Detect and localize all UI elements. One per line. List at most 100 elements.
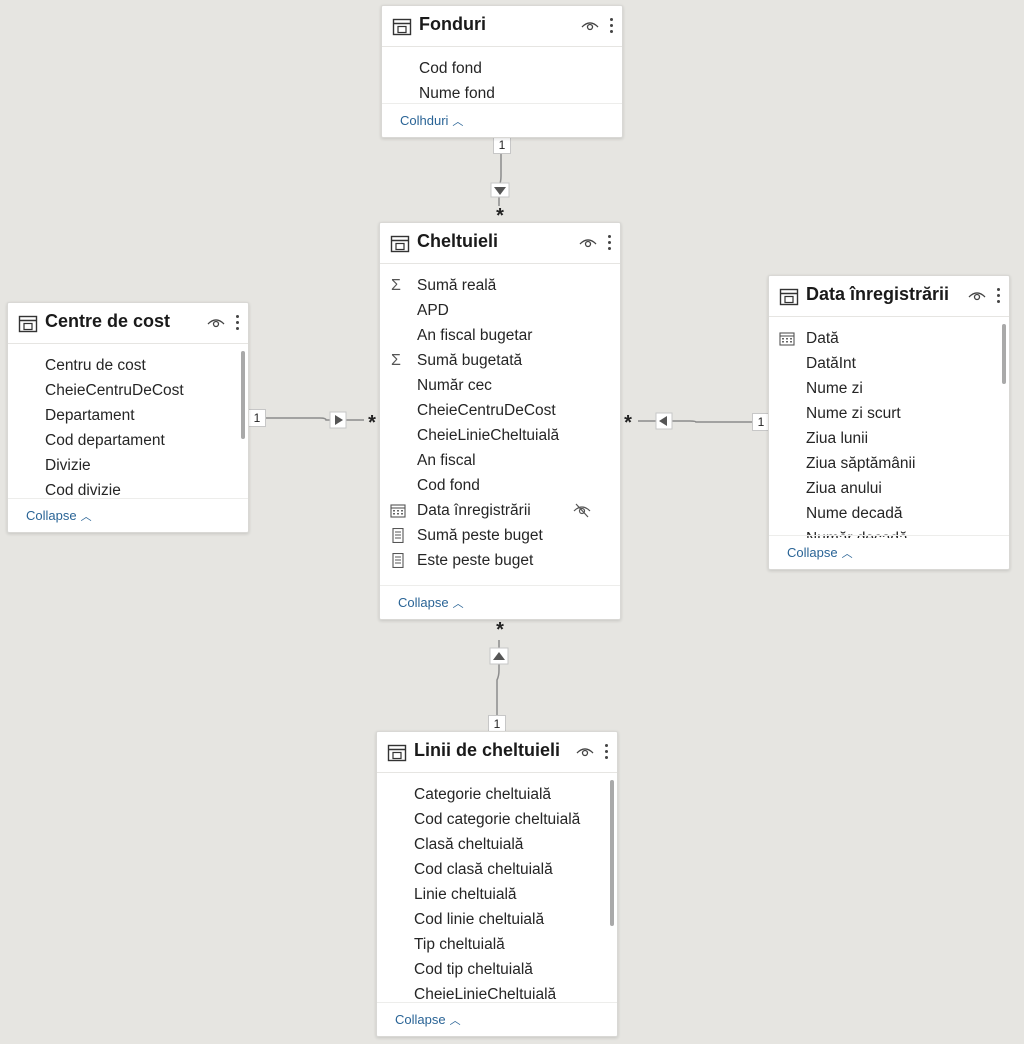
table-card-cheltuieli[interactable]: Cheltuieli Σ Sumă reală APD An fiscal bug… — [379, 222, 621, 620]
field-item[interactable]: Divizie — [8, 453, 248, 478]
table-icon — [387, 744, 407, 762]
table-icon — [392, 18, 412, 36]
field-label: Cod fond — [419, 60, 482, 77]
field-item[interactable]: Cod fond — [380, 473, 620, 498]
table-card-footer: Collapse︿ — [769, 535, 1009, 569]
collapse-button[interactable]: Collapse︿ — [395, 1012, 461, 1028]
table-card-header[interactable]: Fonduri — [382, 6, 622, 47]
field-item[interactable]: Σ Sumă reală — [380, 273, 620, 298]
field-label: Nume zi scurt — [806, 405, 901, 422]
table-card-header[interactable]: Linii de cheltuieli — [377, 732, 617, 773]
field-item[interactable]: Data înregistrării — [380, 498, 620, 523]
more-options-icon[interactable] — [995, 286, 1001, 306]
field-item[interactable]: Cod clasă cheltuială — [377, 857, 617, 882]
field-item[interactable]: Cod fond — [382, 56, 622, 81]
eye-icon[interactable] — [207, 316, 225, 330]
field-label: Cod clasă cheltuială — [414, 861, 553, 878]
relationship-line-fonduri — [498, 152, 502, 206]
table-card-footer: Collapse︿ — [8, 498, 248, 532]
field-item[interactable]: Cod categorie cheltuială — [377, 807, 617, 832]
field-label: Tip cheltuială — [414, 936, 505, 953]
table-card-centre-de-cost[interactable]: Centre de cost Centru de cost CheieCentr… — [7, 302, 249, 533]
scrollbar[interactable] — [1002, 324, 1006, 384]
calendar-icon — [779, 332, 795, 346]
eye-icon[interactable] — [579, 236, 597, 250]
table-card-data-inregistrarii[interactable]: Data înregistrării Dată DatăInt Nume zi … — [768, 275, 1010, 570]
field-item[interactable]: An fiscal — [380, 448, 620, 473]
field-item[interactable]: Sumă peste buget — [380, 523, 620, 548]
field-label: Ziua anului — [806, 480, 882, 497]
cardinality-many-fonduri: * — [496, 205, 504, 227]
chevron-up-icon: ︿ — [841, 548, 853, 560]
scrollbar[interactable] — [610, 780, 614, 926]
field-item[interactable]: Cod departament — [8, 428, 248, 453]
field-label: Număr decadă — [806, 530, 908, 538]
field-item[interactable]: Linie cheltuială — [377, 882, 617, 907]
field-item[interactable]: Tip cheltuială — [377, 932, 617, 957]
table-title: Centre de cost — [45, 311, 171, 331]
cardinality-one-fonduri: 1 — [493, 136, 511, 154]
eye-icon[interactable] — [968, 289, 986, 303]
eye-icon[interactable] — [576, 745, 594, 759]
field-label: Nume fond — [419, 85, 495, 102]
more-options-icon[interactable] — [603, 742, 609, 762]
field-item[interactable]: Nume zi — [769, 376, 1009, 401]
field-item[interactable]: Dată — [769, 326, 1009, 351]
field-item[interactable]: Centru de cost — [8, 353, 248, 378]
field-item[interactable]: CheieLinieCheltuială — [380, 423, 620, 448]
field-item[interactable]: Clasă cheltuială — [377, 832, 617, 857]
field-item[interactable]: CheieCentruDeCost — [380, 398, 620, 423]
field-item[interactable]: Cod linie cheltuială — [377, 907, 617, 932]
field-label: CheieCentruDeCost — [45, 382, 184, 399]
field-label: Nume zi — [806, 380, 863, 397]
table-card-header[interactable]: Cheltuieli — [380, 223, 620, 264]
cardinality-one-centre: 1 — [248, 409, 266, 427]
field-item[interactable]: Număr decadă — [769, 526, 1009, 538]
calculated-column-icon — [392, 528, 404, 543]
collapse-button[interactable]: Colhduri︿ — [400, 113, 463, 129]
field-label: Sumă bugetată — [417, 352, 523, 369]
field-item[interactable]: Nume zi scurt — [769, 401, 1009, 426]
sigma-icon: Σ — [391, 277, 401, 294]
hidden-eye-icon[interactable] — [572, 503, 592, 518]
field-item[interactable]: CheieCentruDeCost — [8, 378, 248, 403]
field-label: CheieLinieCheltuială — [414, 986, 557, 1003]
field-item[interactable]: CheieLinieCheltuială — [377, 982, 617, 1007]
relationship-line-linii — [496, 640, 500, 716]
field-label: Cod divizie — [45, 482, 121, 499]
field-item[interactable]: Ziua săptămânii — [769, 451, 1009, 476]
field-item[interactable]: APD — [380, 298, 620, 323]
chevron-up-icon: ︿ — [449, 1015, 461, 1027]
field-item[interactable]: Nume decadă — [769, 501, 1009, 526]
calculated-column-icon — [392, 553, 404, 568]
field-item[interactable]: Cod tip cheltuială — [377, 957, 617, 982]
eye-icon[interactable] — [581, 19, 599, 33]
field-item[interactable]: DatăInt — [769, 351, 1009, 376]
more-options-icon[interactable] — [608, 16, 614, 36]
field-item[interactable]: Ziua anului — [769, 476, 1009, 501]
field-item[interactable]: Este peste buget — [380, 548, 620, 573]
collapse-label: Collapse — [26, 508, 77, 523]
field-item[interactable]: Departament — [8, 403, 248, 428]
collapse-button[interactable]: Collapse︿ — [26, 508, 92, 524]
collapse-button[interactable]: Collapse︿ — [787, 545, 853, 561]
field-label: Divizie — [45, 457, 91, 474]
table-title: Data înregistrării — [806, 284, 950, 304]
more-options-icon[interactable] — [234, 313, 240, 333]
field-item[interactable]: An fiscal bugetar — [380, 323, 620, 348]
scrollbar[interactable] — [241, 351, 245, 439]
field-item[interactable]: Ziua lunii — [769, 426, 1009, 451]
field-item[interactable]: Cod divizie — [8, 478, 248, 503]
table-card-fonduri[interactable]: Fonduri Cod fond Nume fond Colhduri︿ — [381, 5, 623, 138]
field-item[interactable]: Nume fond — [382, 81, 622, 106]
table-card-header[interactable]: Centre de cost — [8, 303, 248, 344]
collapse-button[interactable]: Collapse︿ — [398, 595, 464, 611]
field-label: Nume decadă — [806, 505, 903, 522]
field-item[interactable]: Categorie cheltuială — [377, 782, 617, 807]
more-options-icon[interactable] — [606, 233, 612, 253]
table-card-header[interactable]: Data înregistrării — [769, 276, 1009, 317]
field-item[interactable]: Număr cec — [380, 373, 620, 398]
table-card-linii-de-cheltuieli[interactable]: Linii de cheltuieli Categorie cheltuială… — [376, 731, 618, 1037]
field-label: Sumă reală — [417, 277, 497, 294]
